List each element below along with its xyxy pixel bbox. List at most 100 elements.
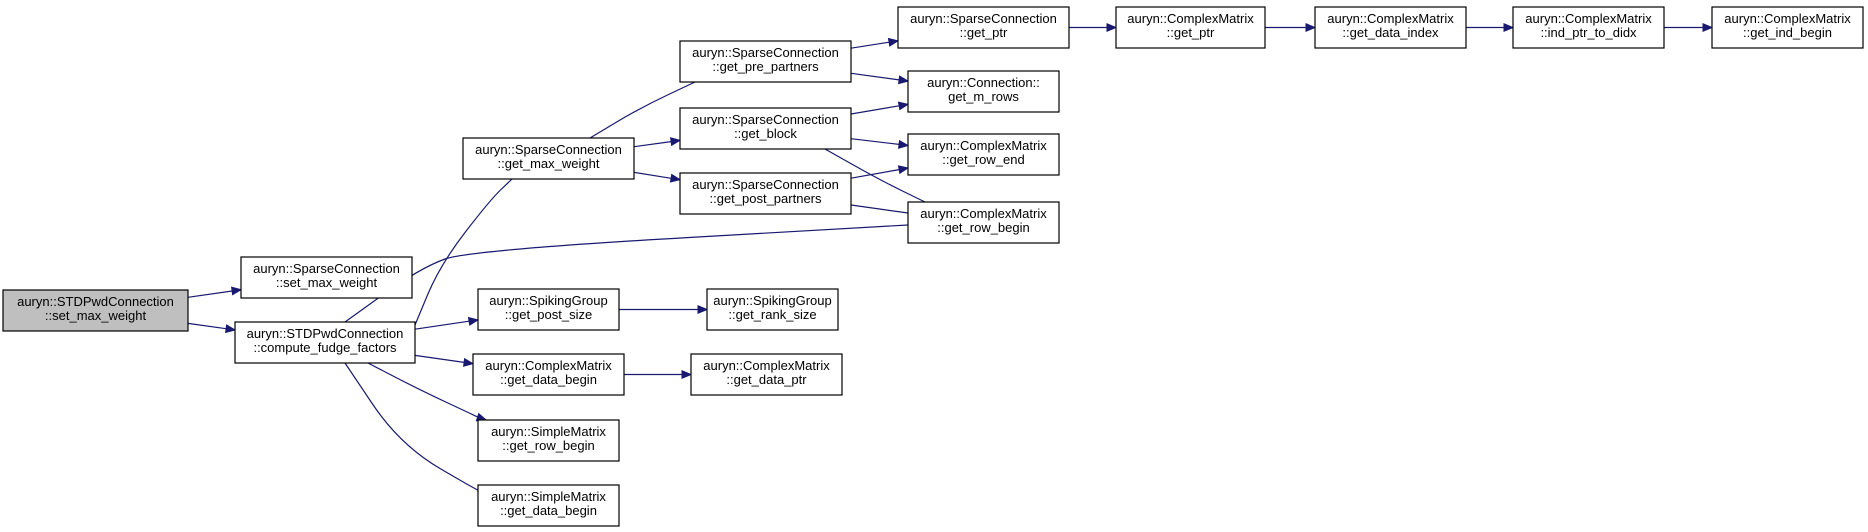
node-label-line1: auryn::ComplexMatrix xyxy=(1525,11,1652,26)
node-n20[interactable]: auryn::ComplexMatrix::get_ind_begin xyxy=(1711,6,1864,49)
arrowhead-icon xyxy=(467,316,480,326)
node-box[interactable] xyxy=(1512,6,1665,49)
edge-n6-n14 xyxy=(850,204,909,214)
node-box[interactable] xyxy=(472,353,625,396)
node-n5[interactable]: auryn::SparseConnection::get_block xyxy=(679,107,852,150)
node-box xyxy=(2,289,189,332)
node-n14[interactable]: auryn::ComplexMatrix::get_row_begin xyxy=(907,201,1060,244)
arrowhead-icon xyxy=(1503,22,1515,33)
node-label-line1: auryn::SparseConnection xyxy=(692,112,839,127)
node-label-line2: ::get_data_ptr xyxy=(726,372,807,387)
edge-n17-n18 xyxy=(1265,22,1317,33)
edge-n5-n14 xyxy=(824,148,926,203)
node-label-line1: auryn::ComplexMatrix xyxy=(1127,11,1254,26)
edge-n6-n13 xyxy=(850,165,910,179)
arrowhead-icon xyxy=(225,324,237,334)
node-label-line2: ::get_ind_begin xyxy=(1743,25,1832,40)
edge-n5-n13 xyxy=(850,138,910,149)
node-box[interactable] xyxy=(462,137,635,180)
node-n15[interactable]: auryn::SpikingGroup::get_rank_size xyxy=(706,288,839,331)
arrowhead-icon xyxy=(231,286,243,296)
node-box[interactable] xyxy=(240,256,413,299)
node-label-line2: ::set_max_weight xyxy=(45,308,147,323)
edge-line xyxy=(414,320,470,330)
node-box[interactable] xyxy=(679,40,852,83)
node-n9[interactable]: auryn::SimpleMatrix::get_row_begin xyxy=(477,419,620,462)
node-label-line2: ::get_row_begin xyxy=(502,438,595,453)
node-n7[interactable]: auryn::SpikingGroup::get_post_size xyxy=(477,288,620,331)
node-box[interactable] xyxy=(690,353,843,396)
node-n8[interactable]: auryn::ComplexMatrix::get_data_begin xyxy=(472,353,625,396)
node-label-line1: auryn::ComplexMatrix xyxy=(920,138,1047,153)
arrowhead-icon xyxy=(1305,22,1317,33)
edge-n3-n6 xyxy=(633,171,682,183)
node-label-line2: ::get_ptr xyxy=(1167,25,1215,40)
node-label-line2: ::get_block xyxy=(734,126,797,141)
node-n6[interactable]: auryn::SparseConnection::get_post_partne… xyxy=(679,172,852,215)
node-box[interactable] xyxy=(679,107,852,150)
edge-n2-n3 xyxy=(414,178,513,326)
node-box[interactable] xyxy=(1314,6,1467,49)
arrowhead-icon xyxy=(669,173,682,183)
node-box[interactable] xyxy=(679,172,852,215)
node-box[interactable] xyxy=(897,6,1070,49)
node-box[interactable] xyxy=(477,288,620,331)
nodes-layer: auryn::STDPwdConnection::set_max_weighta… xyxy=(2,6,1864,527)
node-label-line2: ::get_data_index xyxy=(1342,25,1439,40)
node-label-line2: get_m_rows xyxy=(948,89,1019,104)
edge-line xyxy=(633,141,672,148)
node-n2[interactable]: auryn::STDPwdConnection::compute_fudge_f… xyxy=(234,321,416,364)
node-label-line1: auryn::Connection:: xyxy=(927,75,1040,90)
node-n13[interactable]: auryn::ComplexMatrix::get_row_end xyxy=(907,133,1060,176)
edge-n19-n20 xyxy=(1664,22,1714,33)
edge-n7-n15 xyxy=(619,304,709,315)
node-n3[interactable]: auryn::SparseConnection::get_max_weight xyxy=(462,137,635,180)
edge-n18-n19 xyxy=(1466,22,1515,33)
node-label-line1: auryn::STDPwdConnection xyxy=(17,294,174,309)
node-n1[interactable]: auryn::SparseConnection::set_max_weight xyxy=(240,256,413,299)
node-label-line2: ::get_data_begin xyxy=(500,372,597,387)
edge-line xyxy=(850,72,900,81)
arrowhead-icon xyxy=(897,165,910,175)
node-box[interactable] xyxy=(1115,6,1266,49)
node-box[interactable] xyxy=(477,484,620,527)
edge-line xyxy=(187,322,227,330)
arrowhead-icon xyxy=(463,357,475,367)
node-n4[interactable]: auryn::SparseConnection::get_pre_partner… xyxy=(679,40,852,83)
edge-line xyxy=(414,354,465,363)
edge-line xyxy=(850,105,900,115)
edge-line xyxy=(850,41,890,49)
node-n19[interactable]: auryn::ComplexMatrix::ind_ptr_to_didx xyxy=(1512,6,1665,49)
node-n10[interactable]: auryn::SimpleMatrix::get_data_begin xyxy=(477,484,620,527)
arrowhead-icon xyxy=(1702,22,1714,33)
arrowhead-icon xyxy=(897,101,910,111)
arrowhead-icon xyxy=(1106,22,1118,33)
node-box[interactable] xyxy=(234,321,416,364)
arrowhead-icon xyxy=(681,369,693,380)
node-box[interactable] xyxy=(477,419,620,462)
node-n16[interactable]: auryn::ComplexMatrix::get_data_ptr xyxy=(690,353,843,396)
node-label-line2: ::get_row_end xyxy=(942,152,1024,167)
edge-line xyxy=(850,169,900,179)
node-label-line2: ::compute_fudge_factors xyxy=(253,340,397,355)
node-box[interactable] xyxy=(706,288,839,331)
node-n18[interactable]: auryn::ComplexMatrix::get_data_index xyxy=(1314,6,1467,49)
edge-line xyxy=(589,81,696,139)
node-label-line2: ::get_pre_partners xyxy=(712,59,819,74)
node-box[interactable] xyxy=(907,70,1060,113)
node-label-line1: auryn::SimpleMatrix xyxy=(491,489,606,504)
node-box[interactable] xyxy=(907,133,1060,176)
node-n11[interactable]: auryn::SparseConnection::get_ptr xyxy=(897,6,1070,49)
node-label-line1: auryn::ComplexMatrix xyxy=(1327,11,1454,26)
node-n17[interactable]: auryn::ComplexMatrix::get_ptr xyxy=(1115,6,1266,49)
node-label-line2: ::get_post_partners xyxy=(709,191,822,206)
node-label-line1: auryn::SparseConnection xyxy=(910,11,1057,26)
node-label-line2: ::ind_ptr_to_didx xyxy=(1540,25,1637,40)
edge-n2-n7 xyxy=(414,316,480,330)
edge-n2-n9 xyxy=(367,362,488,422)
node-n12[interactable]: auryn::Connection::get_m_rows xyxy=(907,70,1060,113)
node-box[interactable] xyxy=(907,201,1060,244)
edge-n8-n16 xyxy=(624,369,693,380)
node-box[interactable] xyxy=(1711,6,1864,49)
edge-n4-n12 xyxy=(850,72,910,85)
